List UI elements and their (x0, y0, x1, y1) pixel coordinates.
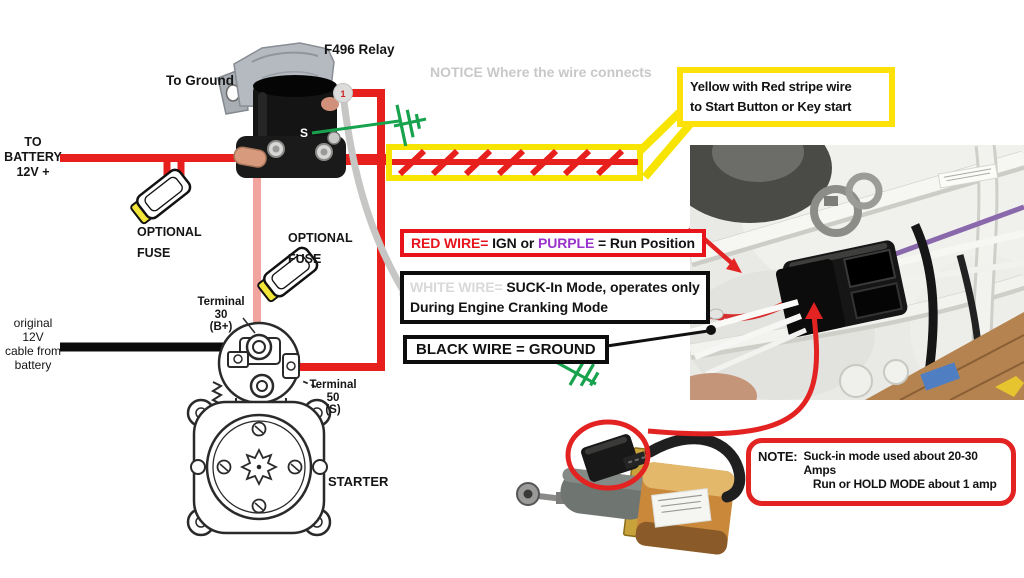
connector-highlight-circle (565, 419, 651, 491)
fuse2-label-line1: OPTIONAL (288, 231, 353, 245)
battery-label-line3: 12V + (16, 165, 50, 179)
original-cable-label: original 12V cable from battery (0, 316, 66, 373)
terminal30-line1: Terminal (197, 296, 245, 308)
optional-fuse-1-label: OPTIONAL FUSE (137, 222, 202, 263)
notice-label: NOTICE Where the wire connects (430, 64, 652, 80)
terminal-30-label: Terminal 30 (B+) (196, 296, 246, 334)
red-start-signal-wire (290, 89, 392, 371)
fuse1-label-line2: FUSE (137, 245, 171, 260)
optional-fuse-1-icon (130, 168, 192, 225)
to-ground-label: To Ground (166, 73, 234, 88)
fuse1-label-line1: OPTIONAL (137, 225, 202, 239)
white-wire-callout-box: WHITE WIRE= SUCK-In Mode, operates only … (400, 271, 710, 324)
terminal30-line3: (B+) (209, 321, 233, 334)
fuse2-label-line2: FUSE (288, 251, 322, 266)
battery-label: TO BATTERY 12V + (2, 135, 64, 180)
red-box-mid-part: IGN or (488, 235, 539, 251)
note-box-line2: Run or HOLD MODE about 1 amp (812, 477, 997, 491)
note-callout-box: NOTE: Suck-in mode used about 20-30 Amps… (746, 438, 1016, 506)
cable-label-line2: 12V (22, 330, 44, 345)
optional-fuse-2-label: OPTIONAL FUSE (288, 228, 353, 269)
cable-label-line4: battery (14, 358, 52, 373)
terminal50-line3: (S) (325, 404, 341, 417)
black-wire-callout-box: BLACK WIRE = GROUND (403, 335, 609, 364)
relay-illustration: S (217, 42, 346, 178)
yellow-wire-callout-box: Yellow with Red stripe wire to Start But… (677, 67, 895, 128)
relay-terminal-1-label: 1 (340, 89, 345, 99)
white-box-line2: During Engine Cranking Mode (410, 299, 608, 316)
battery-label-line1: TO (24, 135, 42, 149)
ground-symbol-relay-icon (311, 104, 427, 147)
yellow-box-line1: Yellow with Red stripe wire (690, 79, 852, 94)
optional-fuse-2-icon (257, 246, 319, 303)
red-wire-callout-box: RED WIRE= IGN or PURPLE = Run Position (400, 229, 707, 257)
solenoid-photo (516, 419, 746, 555)
starter-label: STARTER (328, 474, 389, 489)
red-box-purple-part: PURPLE (538, 235, 595, 251)
cable-label-line1: original (13, 316, 53, 330)
white-box-bold-part: SUCK-In Mode, operates only (502, 279, 700, 295)
yellow-box-line2: to Start Button or Key start (690, 99, 852, 115)
terminal30-line2: 30 (214, 308, 228, 321)
relay-terminal-s-label: S (300, 126, 308, 140)
red-box-end-part: = Run Position (594, 235, 696, 251)
battery-label-line2: BATTERY (4, 150, 62, 164)
starter-illustration (186, 317, 332, 537)
relay-terminal-1-marker: 1 (333, 83, 353, 103)
note-box-lines: Suck-in mode used about 20-30 Amps Run o… (803, 449, 1006, 491)
relay-name-label: F496 Relay (324, 42, 395, 57)
yellow-red-stripe-wire (386, 108, 696, 181)
note-box-label: NOTE: (758, 449, 798, 464)
engine-connector-photo (690, 145, 1024, 400)
connector-location-arrow (647, 302, 823, 437)
white-box-white-part: WHITE WIRE= (410, 279, 503, 295)
cable-label-line3: cable from (4, 344, 62, 359)
terminal50-line2: 50 (326, 391, 340, 404)
terminal-50-label: Terminal 50 (S) (308, 379, 358, 417)
note-box-line1: Suck-in mode used about 20-30 Amps (803, 449, 978, 477)
terminal50-line1: Terminal (309, 379, 357, 391)
red-box-red-part: RED WIRE= (411, 235, 489, 251)
